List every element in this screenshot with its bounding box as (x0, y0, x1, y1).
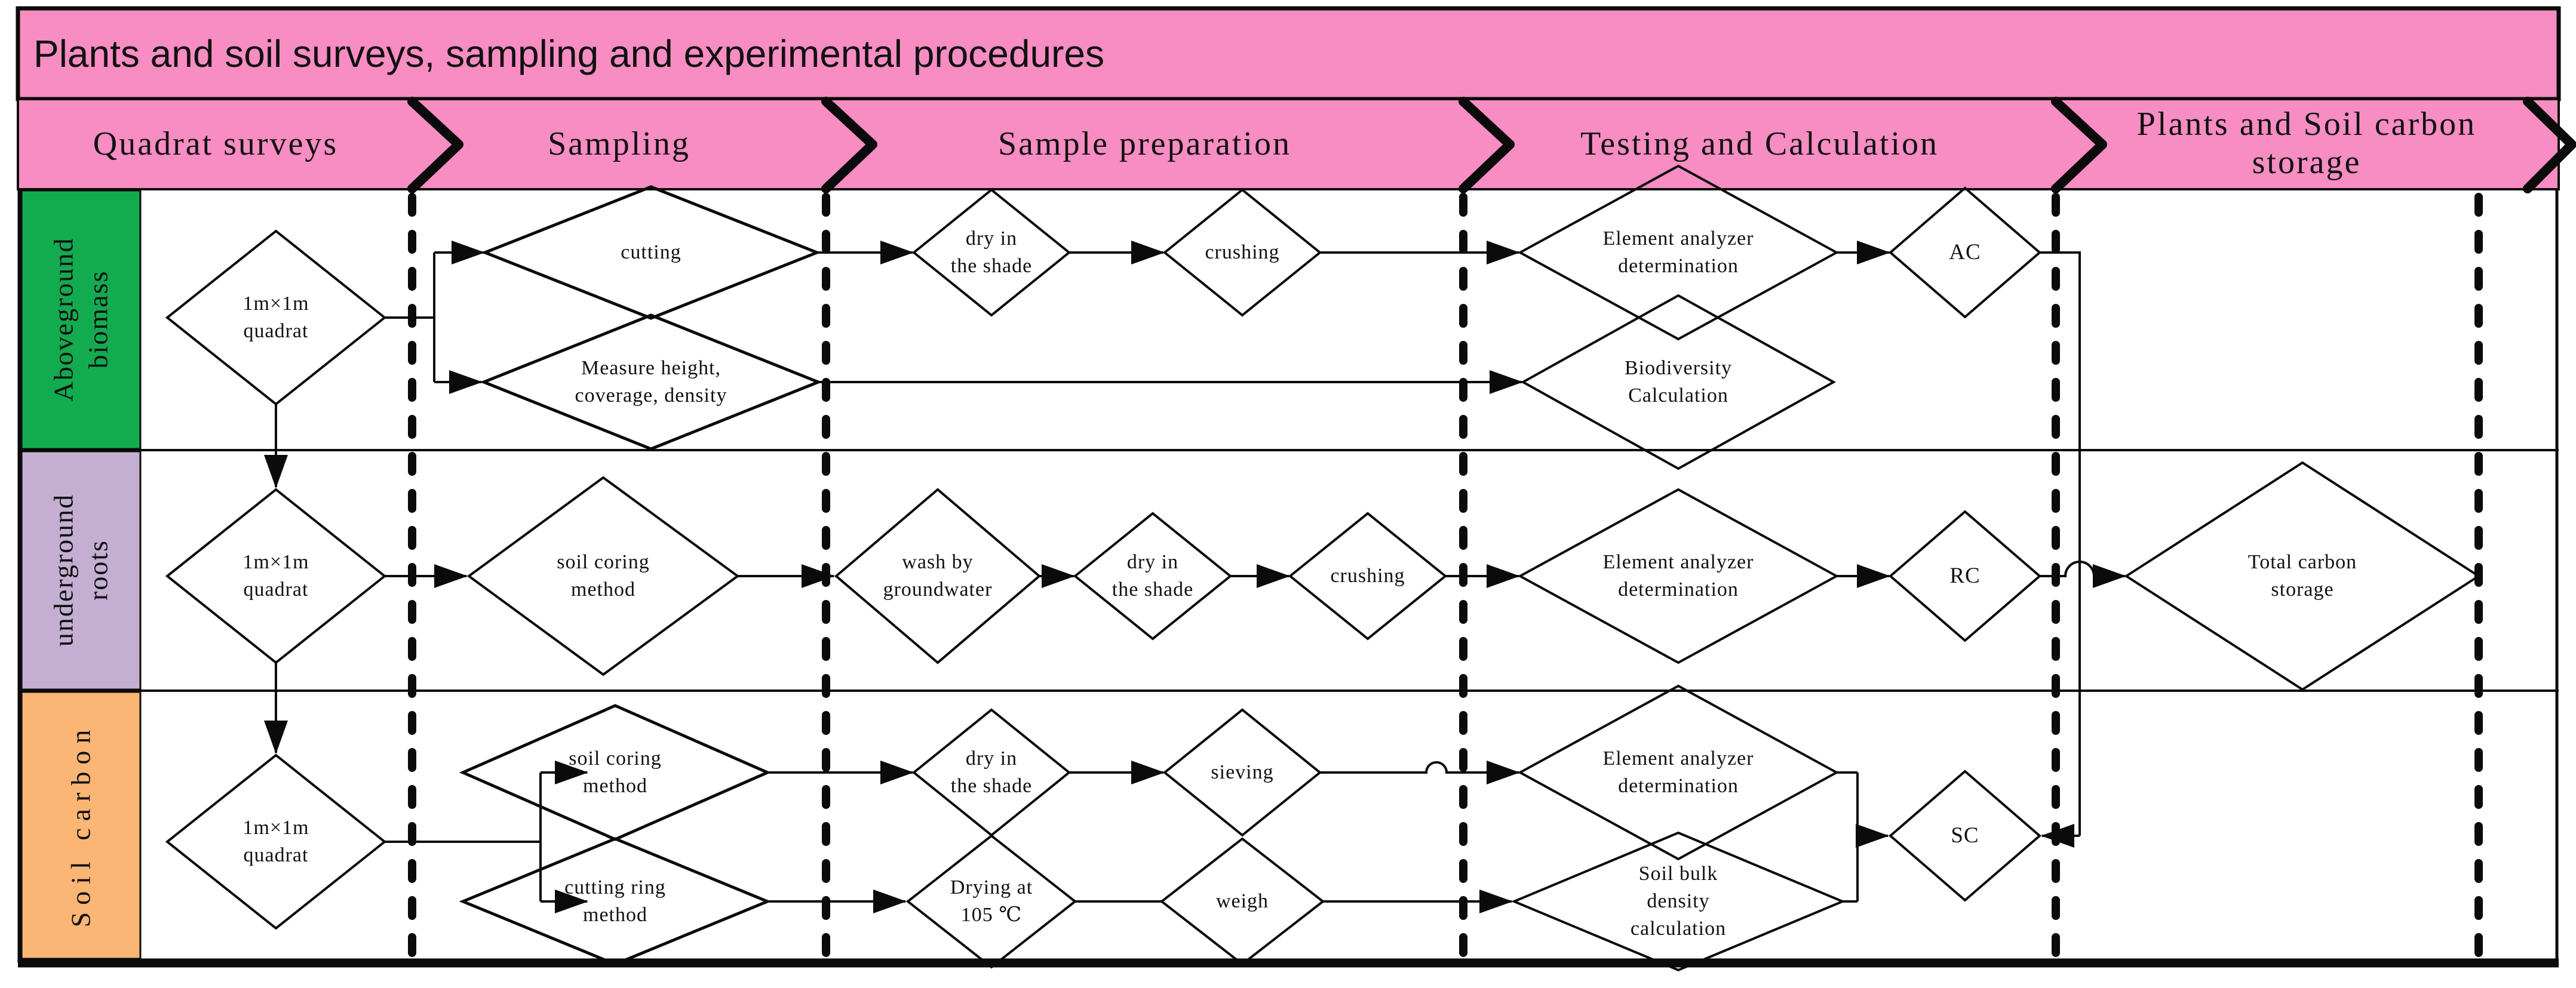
diamond-sc (1888, 770, 2042, 902)
diamond-dry-shade-1 (911, 188, 1071, 317)
node-cutting: cutting (621, 241, 681, 264)
node-crushing-1: crushing (1205, 241, 1280, 264)
node-rc: RC (1949, 564, 1981, 589)
diamond-quadrat-1 (165, 229, 387, 406)
row-label-aboveground-biomass: Aboveground biomass (48, 237, 113, 402)
underground-cell (20, 450, 142, 691)
diamond-element-2 (1517, 488, 1840, 664)
stage-sample-preparation: Sample preparation (998, 125, 1291, 163)
stage-quadrat-surveys: Quadrat surveys (93, 125, 339, 163)
diamond-crushing-1 (1162, 188, 1322, 317)
row-label-soil-carbon: Soil carbon (65, 722, 96, 928)
diamond-element-3 (1517, 684, 1840, 861)
figure-title-text: Plants and soil surveys, sampling and ex… (33, 32, 1104, 75)
diamond-wash (834, 488, 1042, 664)
node-soil-coring-2: soil coring method (557, 551, 650, 601)
node-soil-coring-3: soil coring method (569, 747, 662, 797)
diamond-soil-coring-2 (466, 476, 740, 676)
node-crushing-2: crushing (1330, 565, 1405, 587)
node-wash: wash by groundwater (883, 551, 993, 601)
aboveground-cell (20, 189, 142, 450)
node-total: Total carbon storage (2248, 551, 2357, 601)
chevron-right-icon (2523, 97, 2576, 193)
diamond-soil-coring-3 (459, 704, 772, 841)
stage-carbon-storage: Plants and Soil carbon storage (2136, 105, 2477, 181)
chevron-right-icon (2051, 97, 2107, 193)
diamond-ac (1888, 186, 2042, 319)
diamond-cutting-ring (459, 837, 772, 966)
node-element-3: Element analyzer determination (1602, 747, 1754, 797)
chevron-right-icon (821, 97, 877, 193)
node-dry-shade-3: dry in the shade (950, 747, 1033, 797)
diamond-rc (1888, 510, 2042, 642)
diamond-measure (480, 313, 822, 451)
diamond-dry-shade-3 (911, 708, 1071, 837)
node-biodiversity: Biodiversity Calculation (1624, 357, 1733, 407)
node-sc: SC (1951, 823, 1979, 848)
chevron-right-icon (407, 97, 463, 193)
row-label-cells (20, 189, 142, 960)
diamond-quadrat-2 (165, 488, 387, 664)
diamond-drying105 (905, 834, 1077, 969)
node-soil-bulk: Soil bulk density calculation (1630, 863, 1727, 940)
node-dry-shade-2: dry in the shade (1112, 551, 1194, 601)
node-weigh: weigh (1215, 890, 1269, 913)
diamond-crushing-2 (1288, 512, 1448, 641)
title-band (16, 6, 2561, 101)
node-quadrat-2: 1m×1m quadrat (242, 551, 309, 601)
node-ac: AC (1949, 240, 1981, 265)
diamond-soil-bulk (1510, 831, 1846, 972)
table-borders (17, 189, 2559, 968)
stage-band (17, 98, 2560, 190)
node-cutting-ring: cutting ring method (564, 876, 666, 926)
node-sieving: sieving (1211, 761, 1274, 784)
node-quadrat-1: 1m×1m quadrat (242, 293, 309, 342)
stage-sampling: Sampling (548, 125, 690, 163)
diamond-total (2124, 461, 2481, 691)
diamond-dry-shade-2 (1073, 512, 1233, 641)
node-dry-shade-1: dry in the shade (950, 227, 1033, 277)
node-element-2: Element analyzer determination (1602, 551, 1754, 601)
diamond-weigh (1159, 837, 1325, 966)
node-element-1: Element analyzer determination (1602, 227, 1754, 277)
chevron-right-icon (1459, 97, 1515, 193)
node-quadrat-3: 1m×1m quadrat (242, 817, 309, 866)
diamond-element-1 (1517, 164, 1840, 341)
node-drying105: Drying at 105 ℃ (950, 876, 1033, 926)
flow-diamonds (165, 164, 2481, 972)
diamond-biodiversity (1520, 294, 1837, 470)
figure-title: Plants and soil surveys, sampling and ex… (18, 8, 2559, 99)
row-label-underground-roots: underground roots (48, 493, 113, 647)
rc-to-total-link (2040, 561, 2126, 588)
ac-down-link (2040, 251, 2081, 836)
diamond-cutting (481, 185, 821, 320)
diamond-quadrat-3 (165, 753, 387, 930)
node-measure: Measure height, coverage, density (575, 357, 727, 407)
diamond-sieving (1162, 708, 1322, 837)
flow-connectors (264, 241, 2126, 913)
soil-carbon-cell (20, 691, 142, 960)
stage-testing-calculation: Testing and Calculation (1580, 125, 1939, 163)
chevron-right-icons (407, 97, 2576, 193)
